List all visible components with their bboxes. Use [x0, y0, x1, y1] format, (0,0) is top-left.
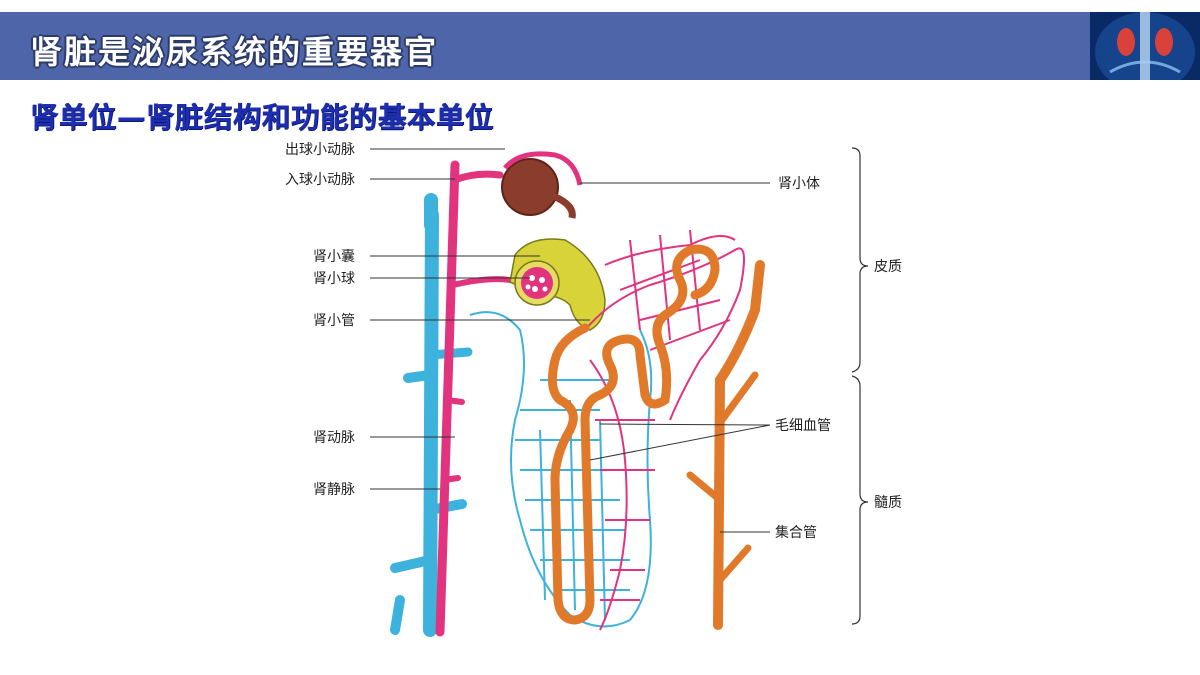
label-renal-tubule: 肾小管 [313, 313, 355, 329]
label-renal-vein: 肾静脉 [313, 482, 355, 498]
label-collecting-duct: 集合管 [775, 524, 817, 541]
label-renal-artery: 肾动脉 [313, 430, 355, 446]
slide-title: 肾脏是泌尿系统的重要器官 [30, 33, 439, 71]
bowman-capsule [509, 238, 606, 331]
kidney-anatomy-icon [1090, 12, 1200, 80]
label-medulla: 髓质 [874, 495, 902, 511]
label-renal-capsule: 肾小囊 [313, 248, 355, 265]
collecting-duct [686, 260, 765, 630]
slide-subtitle: 肾单位—肾脏结构和功能的基本单位 [30, 101, 495, 134]
leader-lines [370, 148, 771, 533]
renal-vein [390, 193, 473, 637]
label-afferent-arteriole: 入球小动脉 [285, 172, 355, 188]
label-capillary: 毛细血管 [775, 418, 831, 434]
label-cortex: 皮质 [874, 259, 902, 275]
label-glomerulus: 肾小球 [313, 271, 355, 287]
label-efferent-arteriole: 出球小动脉 [285, 142, 355, 158]
renal-corpuscle-illustration [501, 151, 583, 219]
title-banner: 肾脏是泌尿系统的重要器官 [0, 12, 1200, 80]
region-braces [851, 147, 869, 625]
renal-tubule [547, 244, 720, 625]
renal-artery [435, 160, 523, 637]
label-renal-corpuscle: 肾小体 [778, 176, 820, 192]
